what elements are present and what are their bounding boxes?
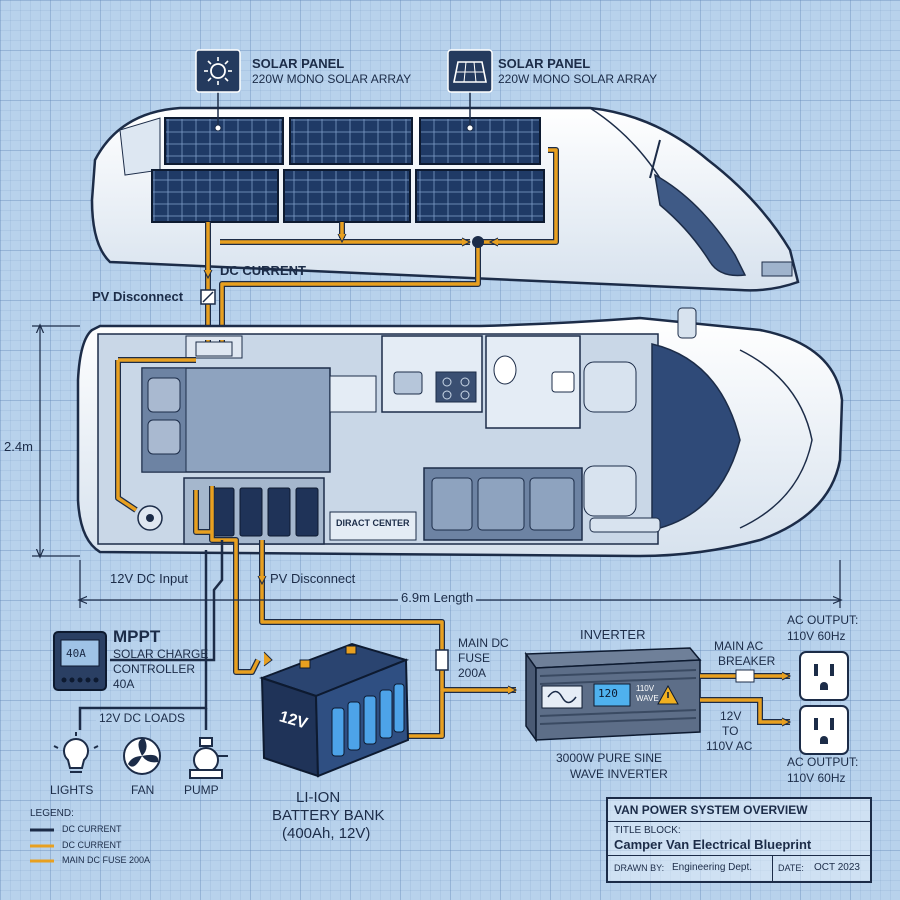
dc-input-label: 12V DC Input: [110, 571, 189, 586]
load-label-fan: FAN: [131, 783, 155, 797]
load-label-pump: PUMP: [184, 783, 219, 797]
mppt-desc-line2: CONTROLLER: [113, 662, 196, 676]
solar-panel-module: [283, 169, 411, 223]
sun-icon: [195, 49, 241, 93]
dc-current-label: DC CURRENT: [220, 263, 306, 278]
ac-output-label: AC OUTPUT:: [787, 755, 859, 769]
fuse-label-line2: FUSE: [458, 651, 491, 665]
battery-title-line1: LI-ION: [296, 789, 341, 806]
conversion-label-line3: 110V AC: [706, 739, 753, 753]
breaker-label-line1: MAIN AC: [714, 639, 764, 653]
solar-panel-icon: [447, 49, 493, 93]
legend-item-dc-ink: DC CURRENT: [62, 824, 122, 834]
inverter-display-readout: 120: [598, 687, 618, 700]
breaker-label-line2: BREAKER: [718, 654, 776, 668]
title-block-title: Camper Van Electrical Blueprint: [614, 837, 812, 852]
drawn-by-label: DRAWN BY:: [614, 863, 665, 873]
inverter-desc-line2: WAVE INVERTER: [570, 767, 668, 781]
light-bulb-icon: [53, 732, 99, 773]
length-dimension: 6.9m Length: [398, 590, 477, 606]
mppt-desc-line1: SOLAR CHARGE: [113, 647, 209, 661]
legend-item-fuse: MAIN DC FUSE 200A: [62, 855, 151, 865]
mppt-screen-readout: 40A: [66, 647, 86, 660]
legend-item-dc-orange: DC CURRENT: [62, 840, 122, 850]
roof-solar-array: [151, 117, 545, 223]
pv-disconnect-label: PV Disconnect: [92, 289, 184, 304]
battery-spec: (400Ah, 12V): [282, 825, 371, 842]
inverter-badge-voltage: 110V: [636, 684, 655, 693]
dc-loads-title: 12V DC LOADS: [96, 711, 189, 726]
date-value: OCT 2023: [814, 862, 860, 873]
solar-panel-module: [151, 169, 279, 223]
drawn-by-value: Engineering Dept.: [672, 862, 753, 873]
ac-output-label: AC OUTPUT:: [787, 613, 859, 627]
title-block: VAN POWER SYSTEM OVERVIEW TITLE BLOCK: C…: [606, 797, 872, 883]
solar-panel-title: SOLAR PANEL: [252, 56, 345, 71]
inverter-title: INVERTER: [580, 627, 646, 642]
battery-bank-device: [259, 642, 410, 778]
fuse-label-line1: MAIN DC: [458, 636, 509, 650]
main-dc-fuse: [435, 649, 449, 671]
van-floor-plan: [76, 307, 844, 558]
legend-title: LEGEND:: [30, 808, 74, 819]
inverter-badge-wave: WAVE: [636, 694, 659, 703]
conversion-label-line2: TO: [722, 724, 739, 738]
solar-panel-module: [415, 169, 545, 223]
main-ac-breaker: [735, 669, 755, 683]
ac-outlet-icon: [799, 651, 849, 701]
solar-panel-title: SOLAR PANEL: [498, 56, 591, 71]
solar-panel-module: [289, 117, 413, 165]
mppt-title: MPPT: [113, 627, 161, 646]
inverter-desc-line1: 3000W PURE SINE: [556, 751, 663, 765]
ac-outlet-icon: [799, 705, 849, 755]
direct-center-label: DIRACT CENTER: [336, 518, 410, 528]
ac-output-spec: 110V 60Hz: [787, 771, 846, 785]
load-label-lights: LIGHTS: [50, 783, 94, 797]
title-block-label: TITLE BLOCK:: [614, 825, 681, 836]
fan-icon: [123, 737, 161, 775]
solar-panel-subtitle: 220W MONO SOLAR ARRAY: [498, 72, 658, 86]
mppt-controller-device: [53, 631, 107, 691]
battery-title-line2: BATTERY BANK: [272, 807, 385, 824]
date-label: DATE:: [778, 863, 804, 873]
conversion-label-line1: 12V: [720, 709, 742, 723]
ac-output-spec: 110V 60Hz: [787, 629, 846, 643]
pump-icon: [189, 737, 228, 779]
solar-panel-module: [164, 117, 284, 165]
mppt-desc-line3: 40A: [113, 677, 135, 691]
width-dimension: 2.4m: [4, 439, 33, 454]
solar-panel-subtitle: 220W MONO SOLAR ARRAY: [252, 72, 412, 86]
title-block-heading: VAN POWER SYSTEM OVERVIEW: [614, 803, 808, 817]
solar-panel-module: [419, 117, 541, 165]
inverter-device: [524, 647, 702, 743]
pv-disconnect-label: PV Disconnect: [270, 571, 356, 586]
legend-swatches: [30, 828, 54, 863]
fuse-label-line3: 200A: [458, 666, 487, 680]
